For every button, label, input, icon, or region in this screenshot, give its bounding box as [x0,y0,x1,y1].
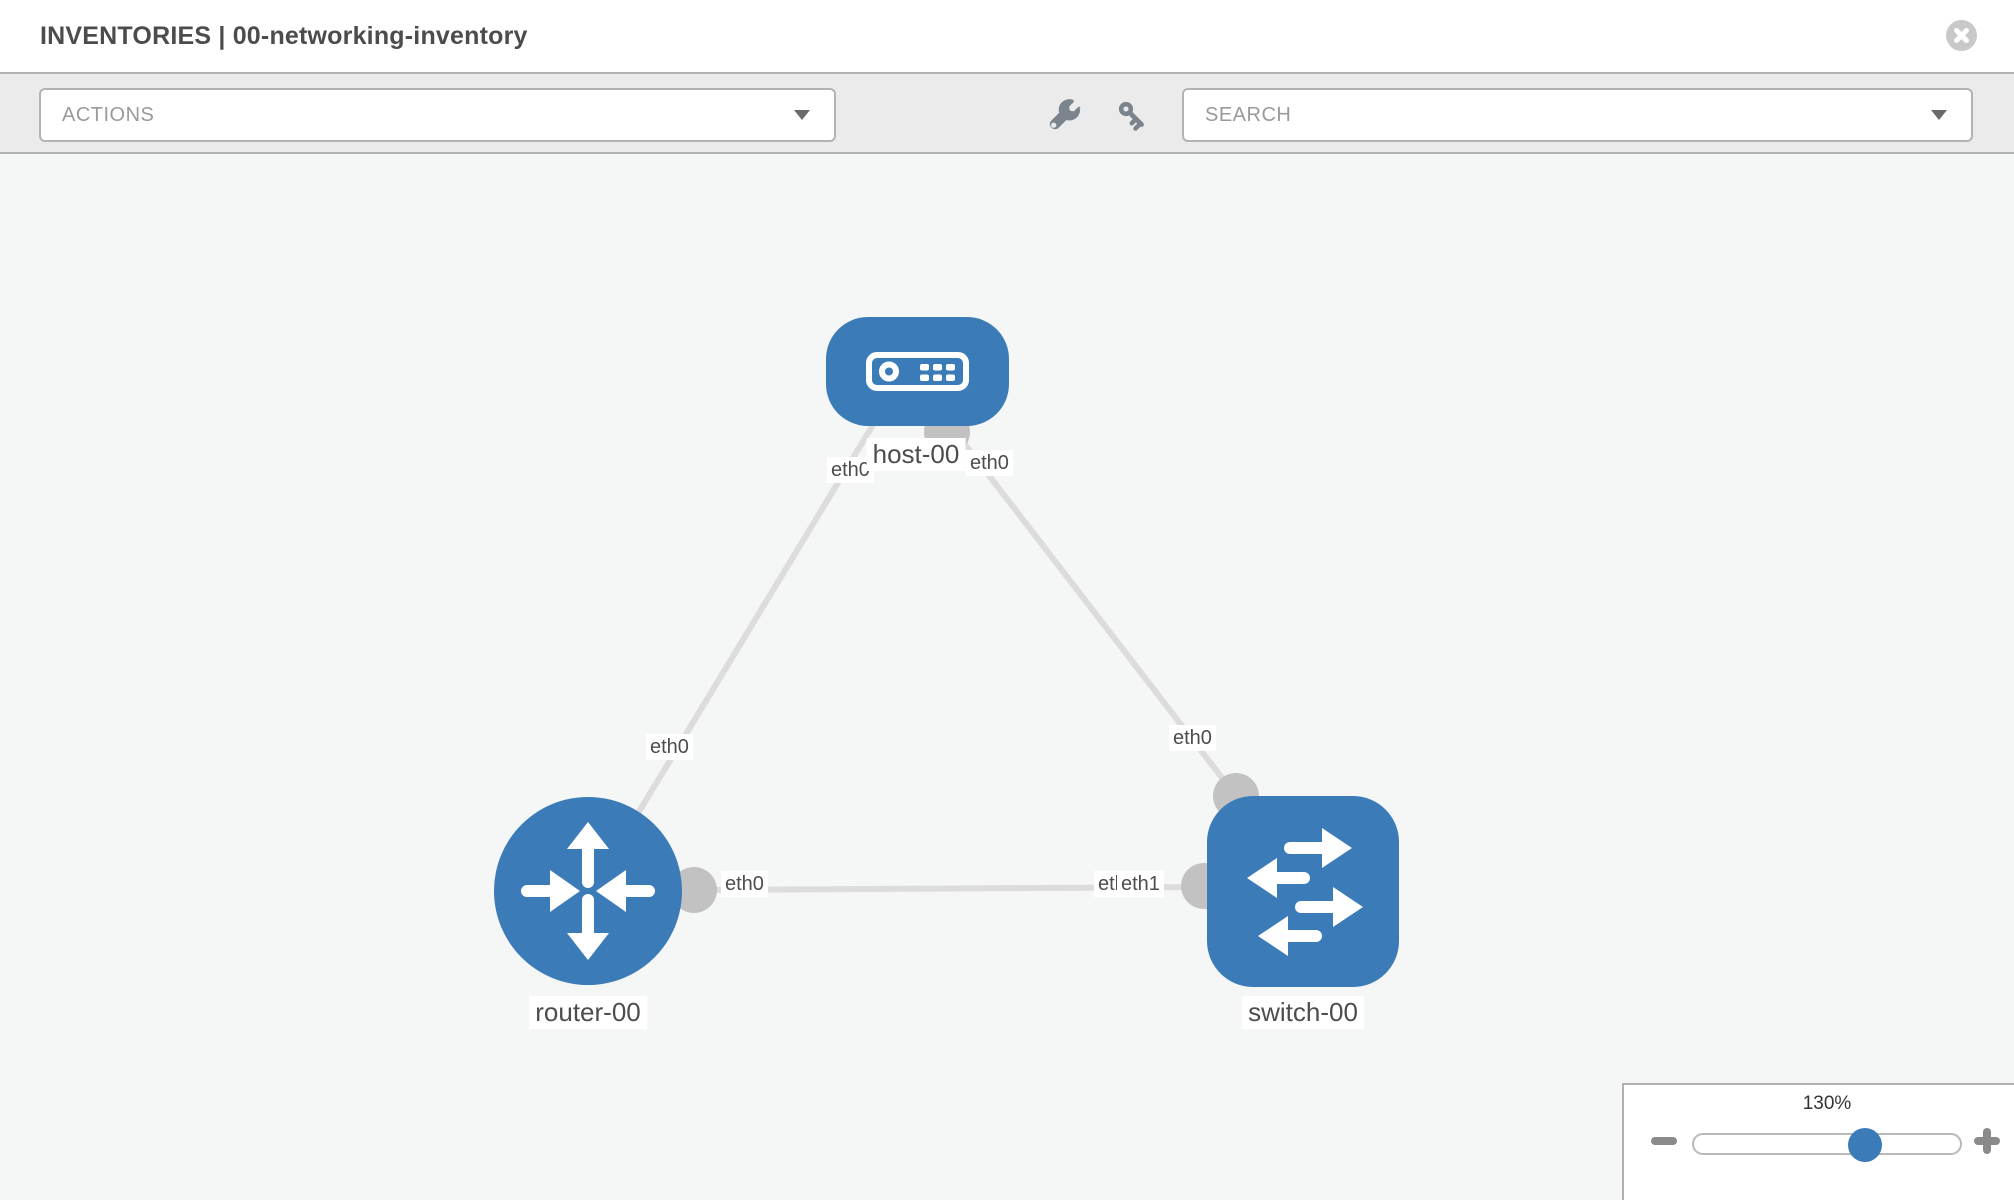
header: INVENTORIES | 00-networking-inventory [0,0,2014,72]
host-device-icon [866,352,969,391]
search-input[interactable] [1205,103,1931,127]
toolbar: ACTIONS [0,72,2014,154]
zoom-in-button[interactable] [1974,1128,2000,1154]
actions-dropdown-label: ACTIONS [62,103,155,126]
node-label-switch: switch-00 [1242,996,1364,1029]
search-box[interactable] [1182,88,1973,142]
zoom-level-value: 130% [1802,1093,1852,1114]
wrench-icon [1049,99,1081,130]
interface-label: eth0 [721,871,768,897]
page-title: INVENTORIES | 00-networking-inventory [40,21,528,50]
close-icon [1954,28,1969,43]
node-label-host: host-00 [866,438,966,471]
interface-label: eth1 [1117,871,1164,897]
zoom-panel: 130% [1622,1083,2014,1200]
key-icon [1118,101,1144,131]
switch-arrows-icon [1247,828,1363,956]
node-switch-00[interactable] [1207,796,1399,987]
interface-label: eth0 [827,457,874,483]
link-lines [631,403,1239,893]
router-arrows-icon [521,822,655,960]
actions-dropdown[interactable]: ACTIONS [39,88,836,142]
node-router-00[interactable] [494,797,682,985]
interface-label: eth0 [966,450,1013,476]
connector-router-right[interactable] [671,867,717,913]
zoom-slider-track[interactable] [1692,1133,1962,1155]
interface-label: eth0 [1169,725,1216,751]
node-label-router: router-00 [529,996,647,1029]
interface-label: eth0 [646,734,693,760]
configure-button[interactable] [1046,96,1086,136]
close-button[interactable] [1946,20,1977,51]
credentials-button[interactable] [1113,96,1153,136]
zoom-out-button[interactable] [1651,1137,1677,1145]
chevron-down-icon [1931,110,1947,120]
zoom-slider-thumb[interactable] [1848,1128,1882,1162]
node-host-00[interactable] [826,317,1009,426]
chevron-down-icon [794,110,810,120]
